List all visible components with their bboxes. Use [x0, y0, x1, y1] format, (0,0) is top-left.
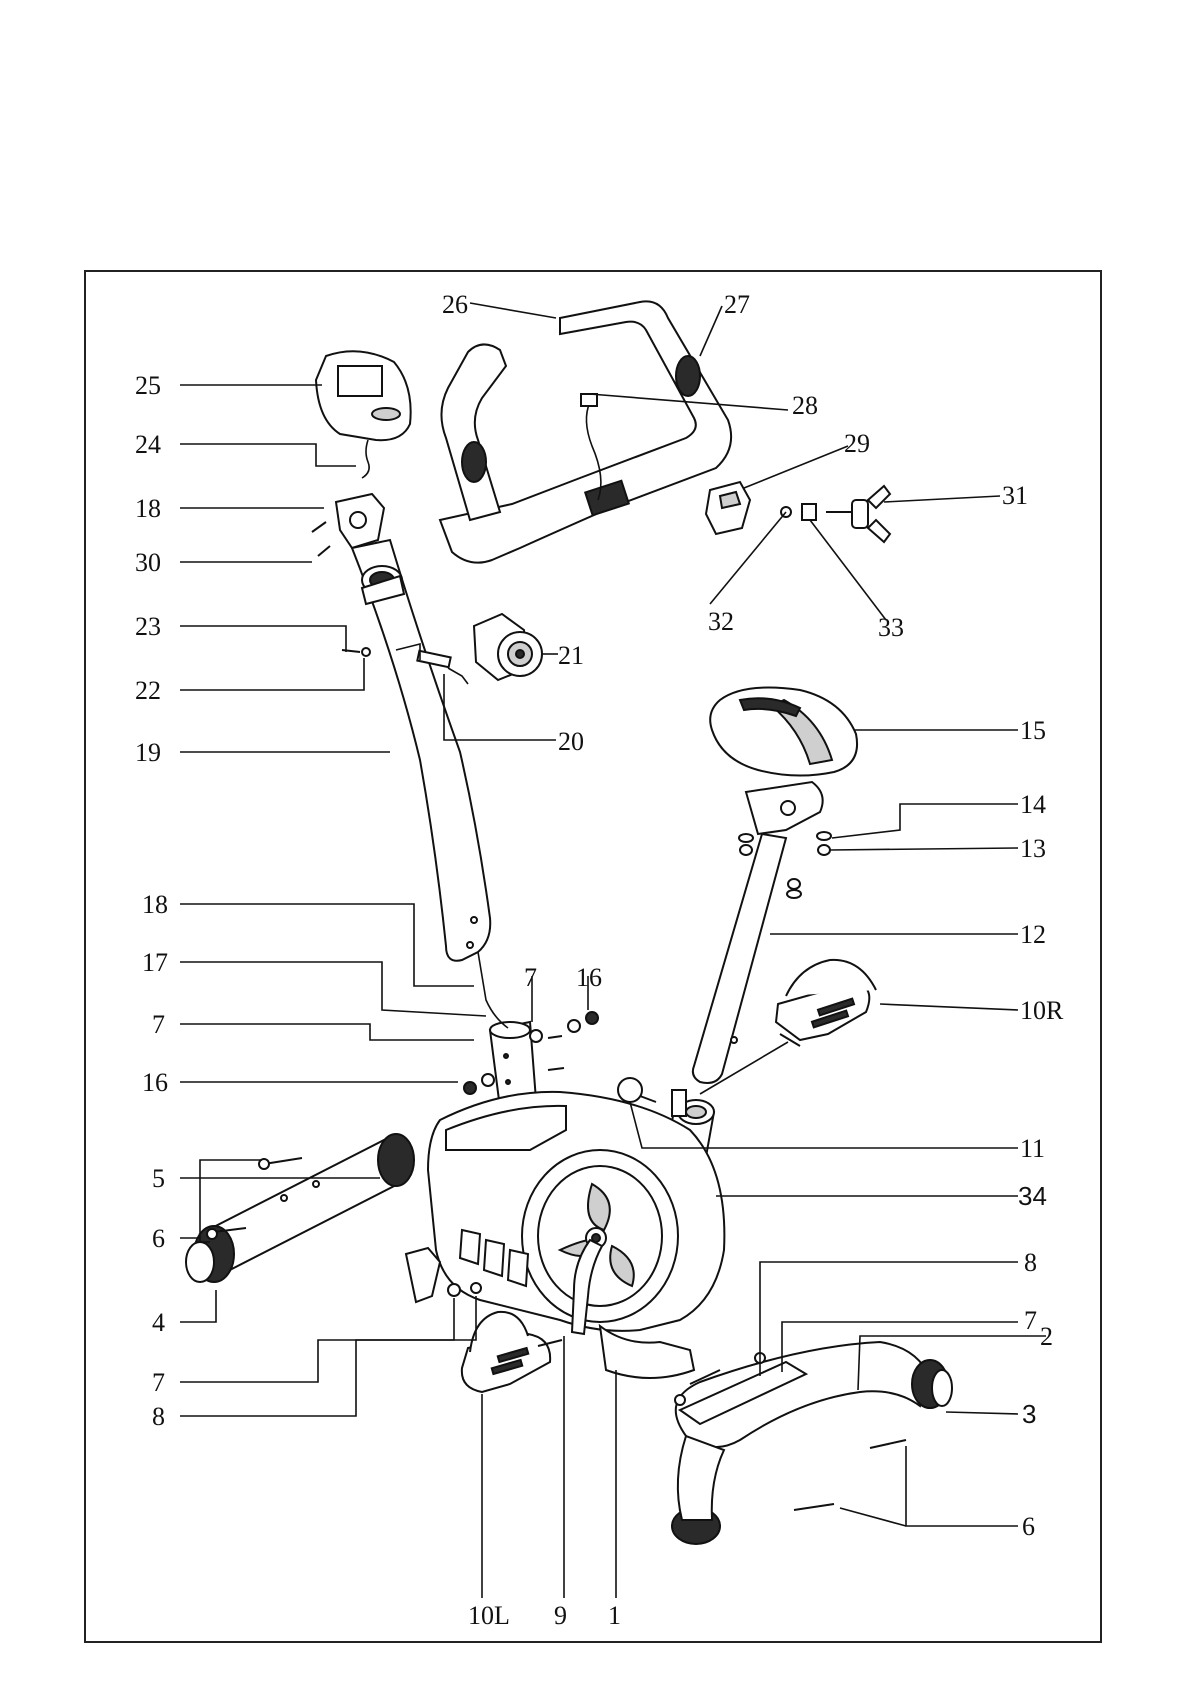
tension-controller	[474, 614, 542, 680]
pedal-left	[462, 1312, 562, 1392]
label-31: 31	[1002, 481, 1028, 510]
label-26: 26	[442, 290, 468, 319]
label-34: 34	[1018, 1181, 1047, 1211]
handlebar	[440, 301, 731, 562]
label-10r: 10R	[1020, 996, 1064, 1025]
pedal-right	[776, 960, 876, 1046]
label-30: 30	[135, 548, 161, 577]
label-8-left: 8	[152, 1402, 165, 1431]
label-19: 19	[135, 738, 161, 767]
label-13: 13	[1020, 834, 1046, 863]
seat-post	[693, 834, 786, 1083]
sensor-wire-17	[478, 952, 508, 1028]
label-10l: 10L	[468, 1601, 510, 1630]
tension-knob-31	[826, 486, 890, 542]
label-28: 28	[792, 391, 818, 420]
label-23: 23	[135, 612, 161, 641]
console	[316, 351, 411, 440]
label-16-left: 16	[142, 1068, 168, 1097]
label-8-right: 8	[1024, 1248, 1037, 1277]
seat	[710, 688, 857, 776]
rear-bolts	[794, 1440, 906, 1510]
label-22: 22	[135, 676, 161, 705]
front-mount	[406, 1248, 440, 1302]
label-16-top: 16	[576, 963, 602, 992]
label-17: 17	[142, 948, 168, 977]
post-bolt-23	[342, 650, 360, 652]
label-32: 32	[708, 607, 734, 636]
label-14: 14	[1020, 790, 1046, 819]
label-15: 15	[1020, 716, 1046, 745]
label-2: 2	[1040, 1322, 1053, 1351]
label-18: 18	[135, 494, 161, 523]
label-33: 33	[878, 613, 904, 642]
front-stabilizer	[186, 1134, 414, 1282]
label-18-lower: 18	[142, 890, 168, 919]
label-4: 4	[152, 1308, 165, 1337]
label-21: 21	[558, 641, 584, 670]
label-7-top: 7	[524, 963, 537, 992]
label-29: 29	[844, 429, 870, 458]
label-6-left: 6	[152, 1224, 165, 1253]
label-12: 12	[1020, 920, 1046, 949]
bushing-33	[802, 504, 816, 520]
console-wire	[362, 440, 369, 478]
handlebar-clamp	[706, 482, 750, 534]
label-7-left: 7	[152, 1010, 165, 1039]
screw-30	[312, 522, 326, 532]
label-1: 1	[608, 1601, 621, 1630]
label-7-right: 7	[1024, 1306, 1037, 1335]
label-3: 3	[1022, 1399, 1036, 1429]
label-5: 5	[152, 1164, 165, 1193]
main-frame-cover	[428, 1092, 724, 1378]
label-25: 25	[135, 371, 161, 400]
label-6-right: 6	[1022, 1512, 1035, 1541]
label-7-bottom: 7	[152, 1368, 165, 1397]
label-27: 27	[724, 290, 750, 319]
label-20: 20	[558, 727, 584, 756]
label-11: 11	[1020, 1134, 1045, 1163]
label-24: 24	[135, 430, 161, 459]
seat-knob-11	[618, 1078, 656, 1102]
label-9: 9	[554, 1601, 567, 1630]
